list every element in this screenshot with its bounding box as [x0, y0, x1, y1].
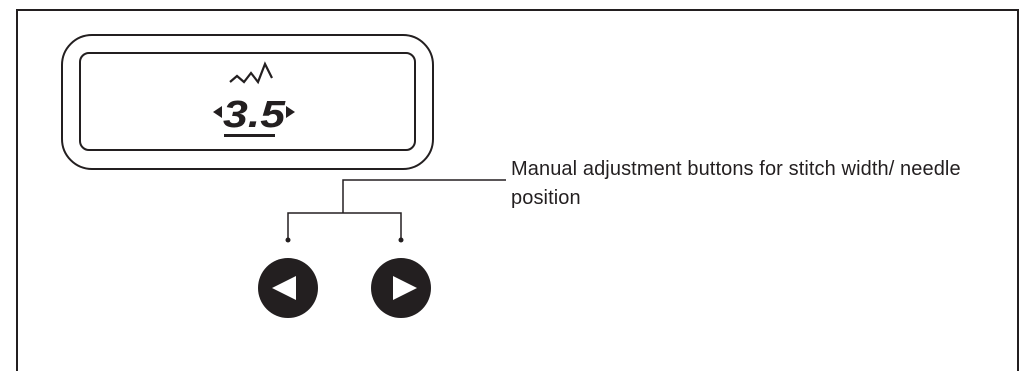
leader-lines: [287, 179, 506, 239]
arrow-left-icon: [272, 276, 296, 300]
lcd-display: 3.5: [61, 34, 434, 170]
stitch-width-value: 3.5: [223, 94, 286, 136]
increase-button[interactable]: [371, 258, 431, 318]
zigzag-icon: [229, 61, 273, 85]
arrow-right-icon: [393, 276, 417, 300]
triangle-right-icon: [286, 106, 295, 118]
triangle-left-icon: [213, 106, 222, 118]
lcd-bezel: [61, 34, 434, 170]
value-underline: [224, 134, 275, 137]
diagram-frame: [16, 9, 1019, 371]
leader-dot-right: [398, 237, 404, 243]
decrease-button[interactable]: [258, 258, 318, 318]
leader-dot-left: [285, 237, 291, 243]
callout-label: Manual adjustment buttons for stitch wid…: [511, 158, 961, 209]
lcd-screen: [79, 52, 416, 151]
